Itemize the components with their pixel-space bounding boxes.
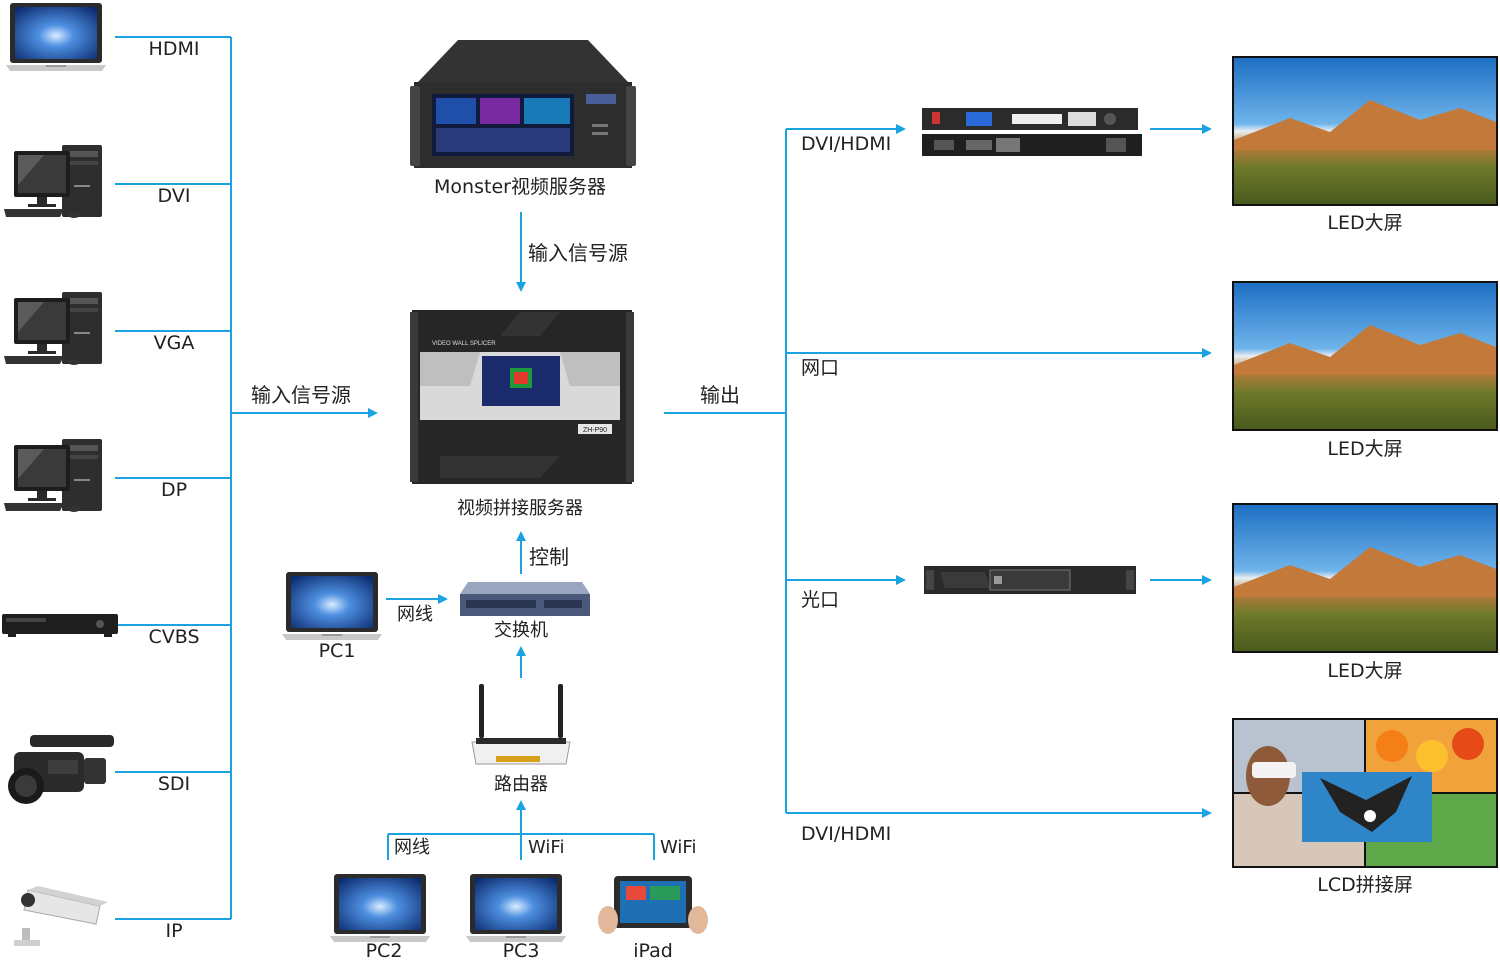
input-label-cvbs: CVBS (148, 626, 200, 648)
splicer-panel-text: VIDEO WALL SPLICER (432, 341, 496, 347)
screen-label-1: LED大屏 (1327, 212, 1403, 234)
input-label-hdmi: HDMI (148, 38, 200, 60)
screen-label-4: LCD拼接屏 (1317, 874, 1413, 896)
video-wall-splicer-icon (410, 310, 634, 484)
laptop-icon (6, 3, 106, 71)
output-bus (664, 124, 1212, 818)
desktop-pc-icon (4, 292, 102, 365)
laptop-icon (282, 572, 382, 640)
led-screen-3 (1232, 503, 1498, 653)
ipad-label: iPad (633, 940, 673, 962)
input-label-ip: IP (165, 920, 183, 942)
output-label: 输出 (700, 383, 740, 407)
desktop-pc-icon (4, 439, 102, 512)
input-signal-label: 输入信号源 (251, 383, 351, 407)
desktop-pc-icon (4, 145, 102, 218)
fiber-converter-icon (924, 566, 1136, 594)
pc2-label: PC2 (365, 940, 403, 962)
monster-video-server-icon (410, 40, 636, 168)
pc1-label: PC1 (318, 640, 356, 662)
monster-server-label: Monster视频服务器 (434, 176, 606, 198)
switch-label: 交换机 (494, 620, 548, 641)
led-controller-icon (922, 108, 1142, 156)
laptop-icon (330, 874, 430, 942)
security-camera-icon (14, 886, 108, 946)
led-screen-2 (1232, 281, 1498, 431)
input-bus (115, 36, 378, 920)
router-label: 路由器 (494, 774, 548, 795)
led-screen-1 (1232, 56, 1498, 206)
splicer-server-label: 视频拼接服务器 (457, 498, 583, 519)
lcd-video-wall (1232, 718, 1498, 868)
laptop-icon (466, 874, 566, 942)
video-camera-icon (8, 735, 114, 804)
pc1-link-label: 网线 (397, 604, 433, 625)
input-label-dvi: DVI (157, 185, 191, 207)
client-bus (387, 800, 655, 860)
pc3-link-label: WiFi (528, 837, 565, 858)
input-label-vga: VGA (153, 332, 195, 354)
network-switch-icon (460, 582, 590, 616)
output-link-label-2: 网口 (801, 357, 840, 379)
monster-arrow-label: 输入信号源 (528, 241, 628, 265)
ipad-link-label: WiFi (660, 837, 697, 858)
wifi-router-icon (471, 684, 571, 765)
pc3-label: PC3 (502, 940, 540, 962)
output-link-label-1: DVI/HDMI (801, 133, 892, 155)
tablet-icon (598, 876, 708, 934)
screen-label-3: LED大屏 (1327, 660, 1403, 682)
input-label-sdi: SDI (157, 773, 191, 795)
control-label: 控制 (529, 545, 569, 569)
screen-label-2: LED大屏 (1327, 438, 1403, 460)
output-link-label-4: DVI/HDMI (801, 823, 892, 845)
splicer-model-text: ZH-P90 (583, 427, 607, 434)
input-label-dp: DP (160, 479, 188, 501)
pc2-link-label: 网线 (394, 837, 430, 858)
output-link-label-3: 光口 (801, 589, 840, 611)
dvd-player-icon (2, 614, 118, 637)
